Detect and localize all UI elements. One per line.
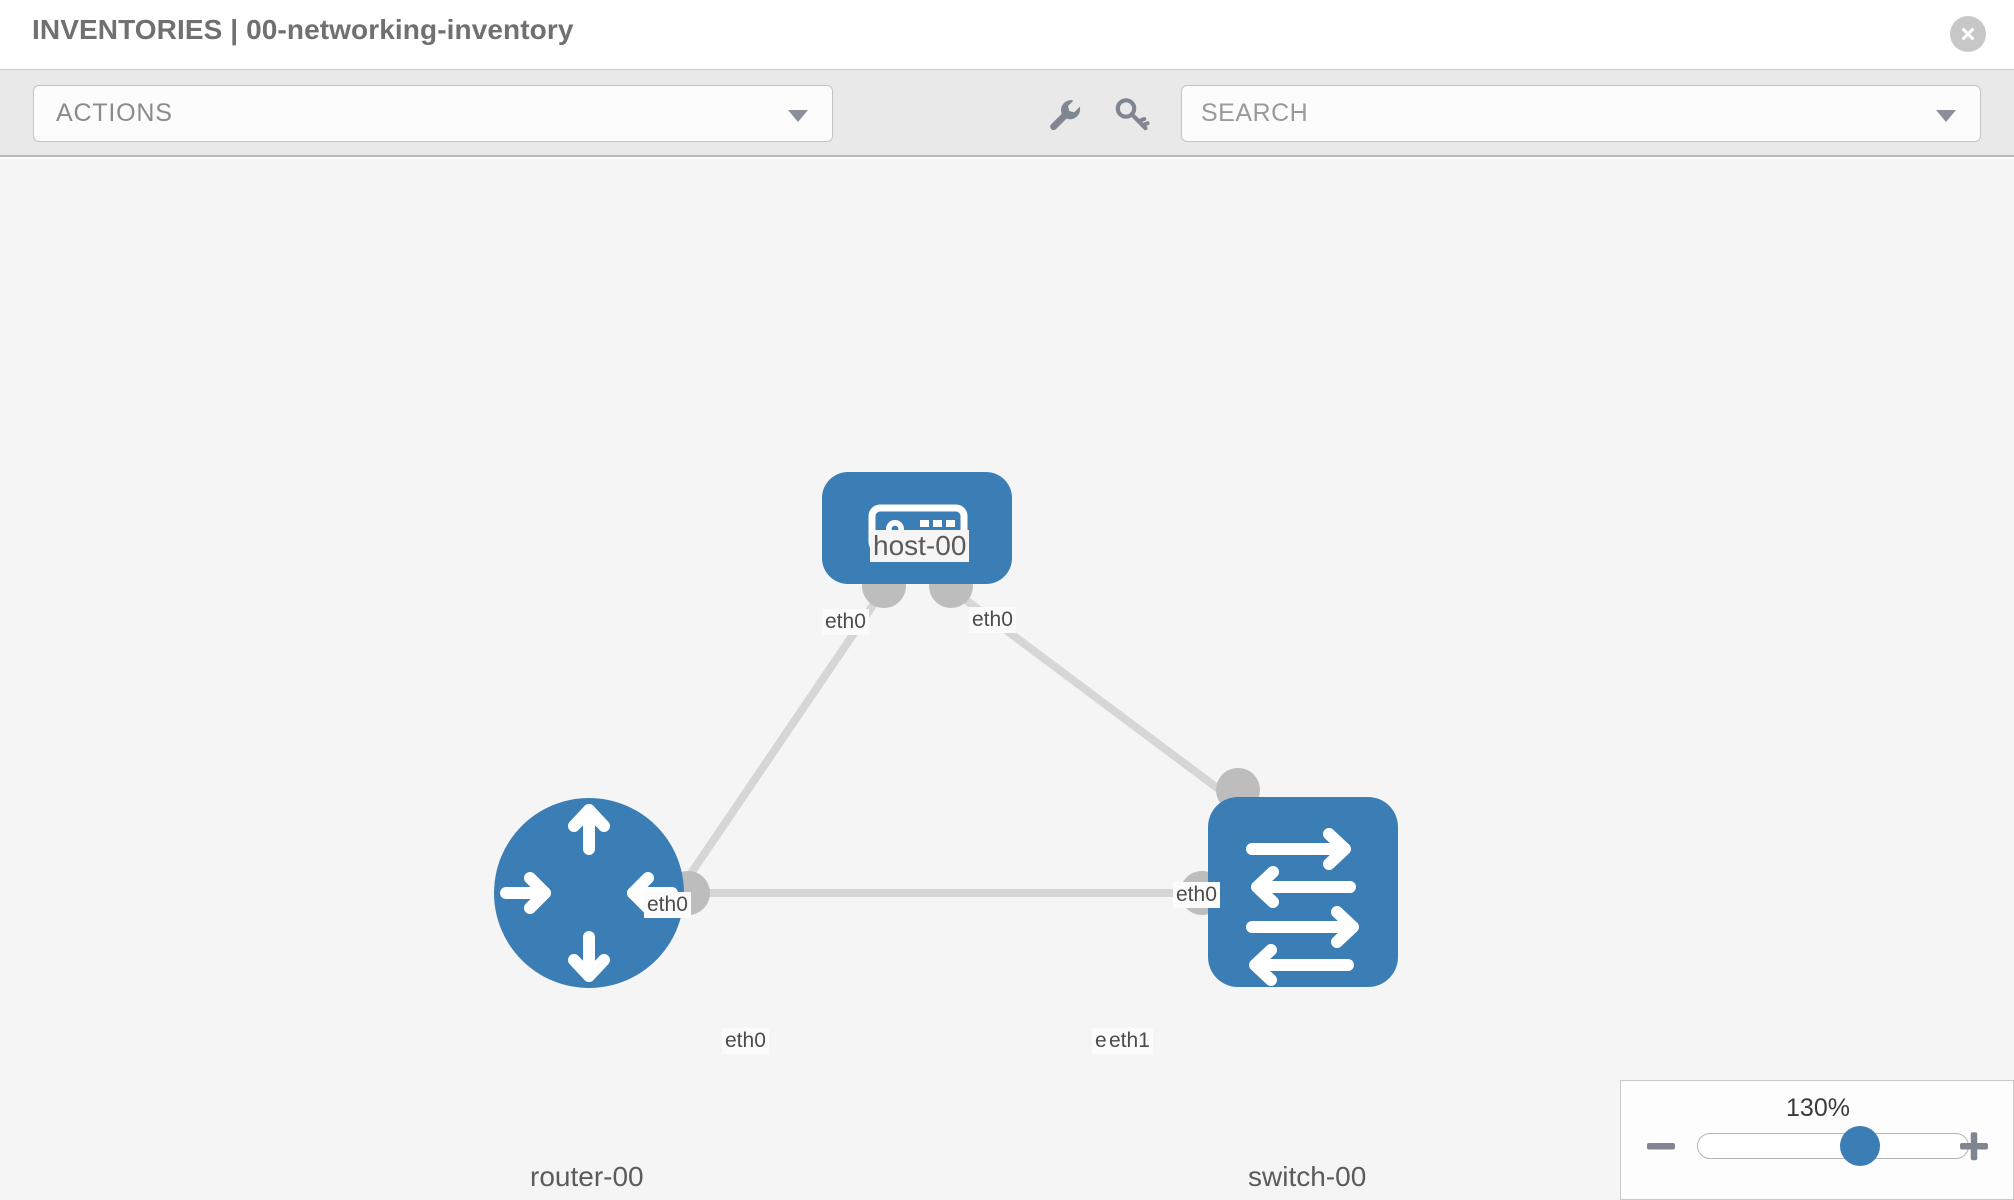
plus-icon[interactable] (1957, 1129, 1991, 1163)
node-label-host-00: host-00 (870, 530, 970, 562)
iface-label-host00-eth0-left: eth0 (822, 609, 869, 635)
switch-arrows-icon (1246, 828, 1359, 986)
actions-dropdown[interactable]: ACTIONS (33, 85, 833, 142)
topology-links (656, 585, 1235, 922)
iface-label-router00-eth0: eth0 (722, 1028, 769, 1054)
node-router-00[interactable] (494, 798, 684, 988)
actions-dropdown-label: ACTIONS (56, 99, 173, 127)
page-header: INVENTORIES | 00-networking-inventory (0, 0, 2014, 69)
search-placeholder: SEARCH (1201, 99, 1309, 127)
topology-canvas[interactable]: host-00 router-00 switch-00 eth0 eth0 et… (0, 159, 2014, 1200)
topology-connectors (666, 564, 1260, 915)
close-icon[interactable] (1950, 16, 1986, 52)
minus-icon[interactable] (1644, 1129, 1678, 1163)
topology-svg (494, 472, 1398, 988)
iface-label-switch00-eth1: eth1 (1106, 1028, 1153, 1054)
wrench-icon[interactable] (1042, 92, 1086, 136)
link-host00-router00[interactable] (656, 586, 888, 922)
zoom-slider-track[interactable] (1697, 1133, 1969, 1159)
zoom-slider-thumb[interactable] (1840, 1126, 1881, 1166)
iface-label-host00-eth0-right: eth0 (969, 607, 1016, 633)
iface-label-switch00-eth0-uplink: eth0 (1173, 882, 1220, 908)
zoom-level-value: 130% (1786, 1094, 1850, 1122)
toolbar: ACTIONS SEARCH (0, 69, 2014, 157)
chevron-down-icon (788, 110, 808, 122)
key-icon[interactable] (1110, 92, 1154, 136)
node-switch-00[interactable] (1208, 797, 1398, 987)
node-host-00[interactable] (822, 472, 1012, 584)
node-label-switch-00: switch-00 (1245, 1161, 1370, 1193)
search-input[interactable]: SEARCH (1181, 85, 1981, 142)
breadcrumb: INVENTORIES | 00-networking-inventory (32, 14, 574, 45)
chevron-down-icon[interactable] (1936, 110, 1956, 122)
iface-label-router00-eth0-uplink: eth0 (644, 892, 691, 918)
zoom-control-panel: 130% (1620, 1080, 2014, 1200)
node-label-router-00: router-00 (527, 1161, 647, 1193)
